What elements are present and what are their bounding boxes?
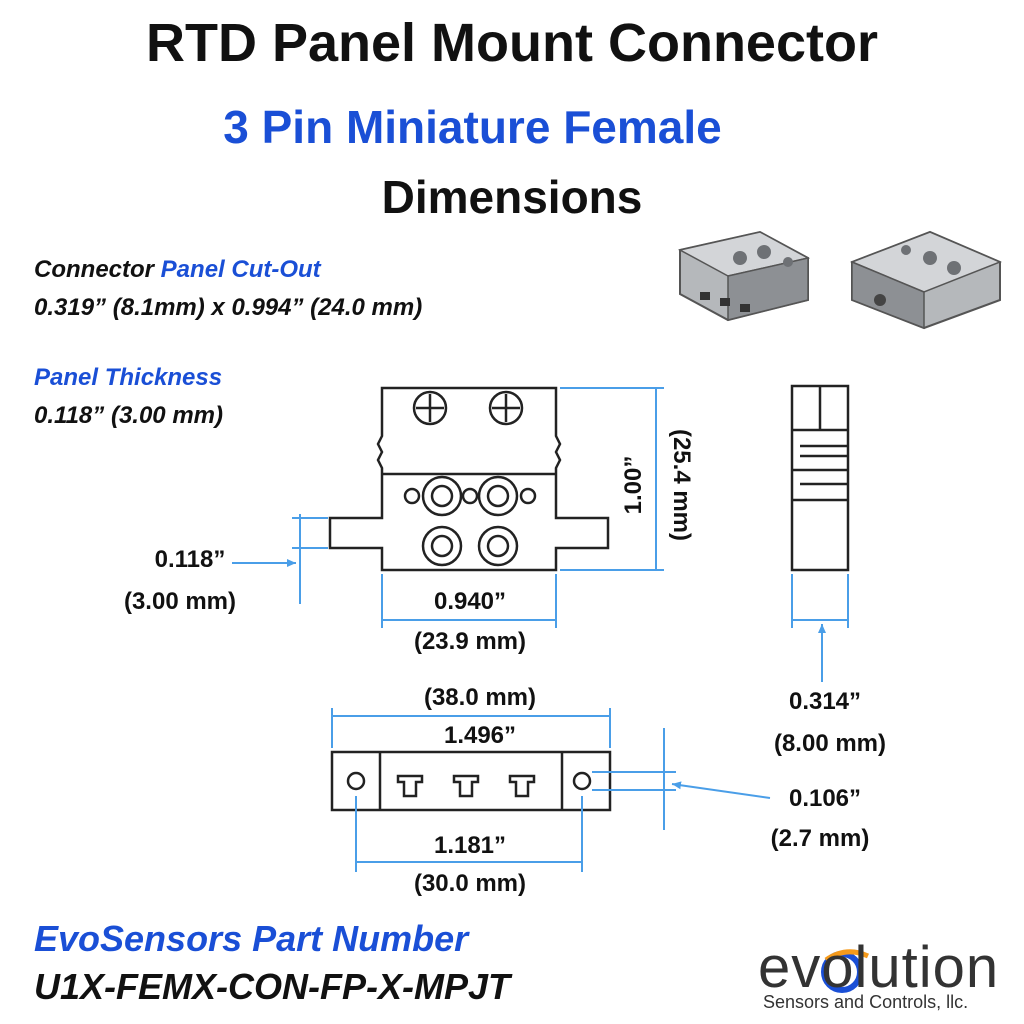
hole-spacing-mm: (30.0 mm) [413, 870, 527, 897]
overall-width-in: 1.496” [443, 722, 517, 749]
cutout-value: 0.319” (8.1mm) x 0.994” (24.0 mm) [34, 294, 423, 321]
bottom-view [330, 750, 612, 812]
side-depth-mm: (8.00 mm) [773, 730, 887, 757]
front-view [328, 386, 610, 572]
page-title: RTD Panel Mount Connector [146, 13, 878, 73]
hole-spacing-in: 1.181” [433, 832, 507, 859]
cutout-label-prefix: Connector [34, 256, 154, 283]
section-heading: Dimensions [381, 171, 643, 223]
company-logo-subtitle: Sensors and Controls, llc. [763, 992, 969, 1012]
dimension-lines [232, 387, 849, 872]
logo-swoosh-icon [821, 949, 870, 993]
side-view [790, 384, 850, 572]
thickness-value: 0.118” (3.00 mm) [34, 402, 223, 429]
page-subtitle: 3 Pin Miniature Female [223, 101, 722, 153]
side-depth-in: 0.314” [788, 688, 862, 715]
hole-dia-mm: (2.7 mm) [770, 825, 870, 852]
flange-thickness-in: 0.118” [154, 546, 226, 573]
cutout-label-highlight: Panel Cut-Out [160, 256, 321, 283]
company-logo-wordmark: evolution [758, 935, 1000, 1000]
connector-photo-right [849, 230, 1002, 330]
cutout-label: Connector Panel Cut-Out [34, 256, 321, 284]
connector-photo-left [677, 230, 811, 322]
part-number-label: EvoSensors Part Number [34, 918, 469, 959]
thickness-label: Panel Thickness [34, 364, 223, 391]
overall-width-mm: (38.0 mm) [423, 684, 537, 711]
part-number-value: U1X-FEMX-CON-FP-X-MPJT [34, 966, 510, 1007]
body-width-mm: (23.9 mm) [413, 628, 527, 655]
hole-dia-in: 0.106” [788, 785, 862, 812]
body-width-in: 0.940” [433, 588, 507, 615]
flange-thickness-mm: (3.00 mm) [123, 588, 237, 615]
